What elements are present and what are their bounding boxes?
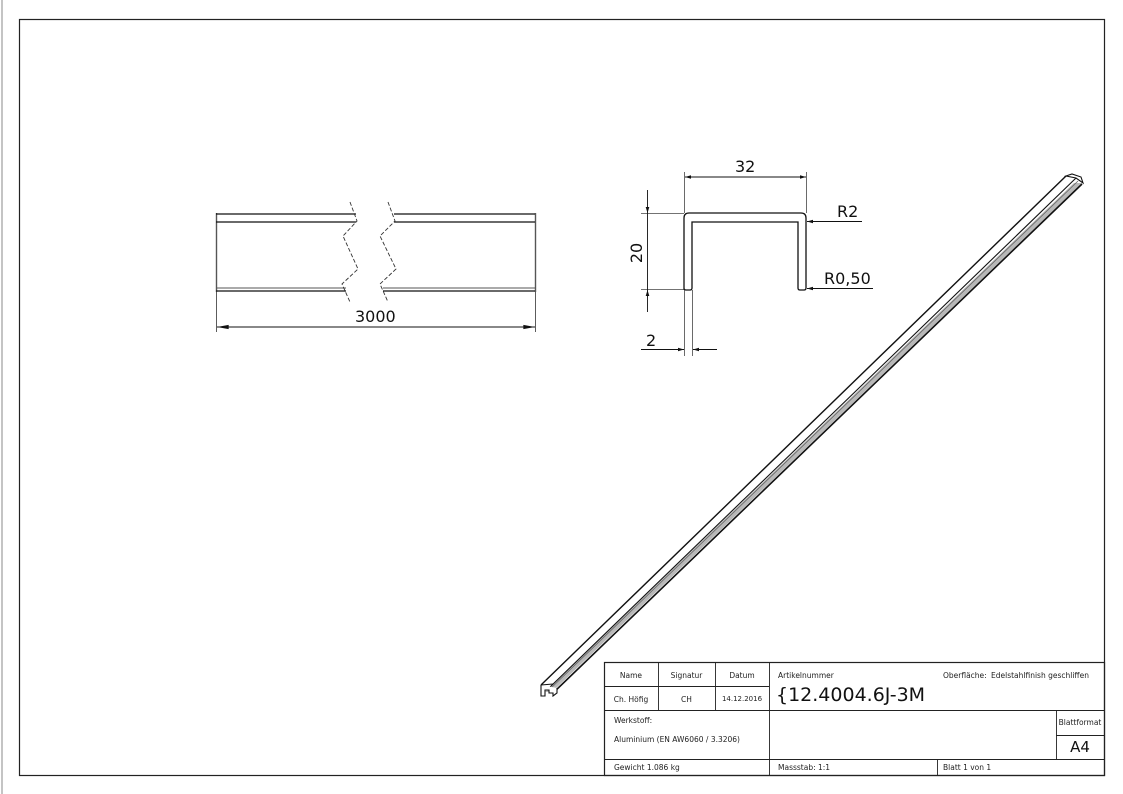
header-oberflaeche: Oberfläche: [943,671,987,680]
header-artikelnummer: Artikelnummer [778,671,834,680]
title-block-frame [603,661,1106,777]
outer-radius-label: R2 [837,202,859,221]
side-view [215,201,537,332]
header-name: Name [619,671,643,680]
width-dimension: 32 [735,157,756,176]
section-view [641,172,873,356]
height-dimension: 20 [627,242,647,264]
article-number: {12.4004.6J-3M [776,684,926,706]
gewicht: Gewicht 1.086 kg [614,763,680,772]
werkstoff-label: Werkstoff: [614,716,653,725]
thickness-dimension: 2 [646,331,657,350]
end-radius-label: R0,50 [824,269,871,288]
werkstoff-value: Aluminium (EN AW6060 / 3.3206) [614,735,740,744]
blattformat-label: Blattformat [1058,718,1102,727]
header-datum: Datum [729,671,755,680]
surface-finish: Edelstahlfinish geschliffen [991,671,1089,680]
length-dimension: 3000 [355,307,396,326]
value-datum: 14.12.2016 [721,695,763,703]
value-name: Ch. Höfig [613,695,649,704]
isometric-view [540,173,1085,698]
blattformat-value: A4 [1070,738,1090,756]
value-signatur: CH [681,695,692,704]
massstab: Massstab: 1:1 [778,763,831,772]
header-signatur: Signatur [670,671,703,680]
blatt: Blatt 1 von 1 [943,763,992,772]
